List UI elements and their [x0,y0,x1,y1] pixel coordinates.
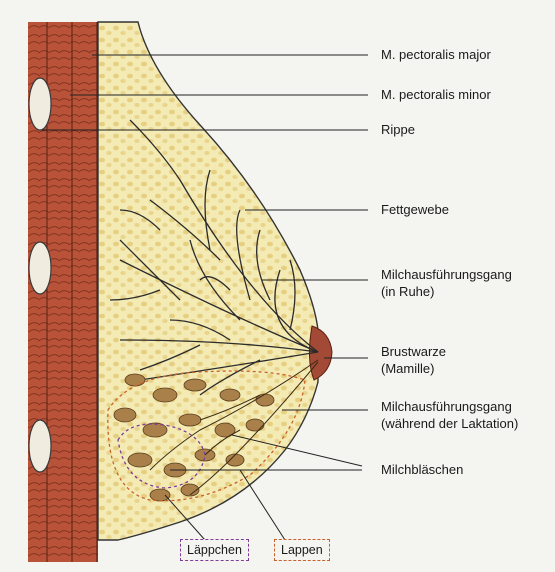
label-pectoralis-major: M. pectoralis major [381,46,491,63]
rib-cross-section [29,78,51,130]
label-rib: Rippe [381,121,415,138]
label-duct-lactation-line2: (während der Laktation) [381,415,518,432]
label-nipple-line1: Brustwarze [381,343,446,360]
label-pectoralis-minor: M. pectoralis minor [381,86,491,103]
label-duct-lactation-line1: Milchausführungsgang [381,398,512,415]
chest-wall [28,22,98,562]
rib-cross-section [29,242,51,294]
label-lobule: Läppchen [180,539,249,561]
label-lobe: Lappen [274,539,330,561]
label-nipple-line2: (Mamille) [381,360,434,377]
label-fat-tissue: Fettgewebe [381,201,449,218]
label-alveoli: Milchbläschen [381,461,463,478]
label-duct-rest-line2: (in Ruhe) [381,283,434,300]
label-duct-rest-line1: Milchausführungsgang [381,266,512,283]
rib-cross-section [29,420,51,472]
